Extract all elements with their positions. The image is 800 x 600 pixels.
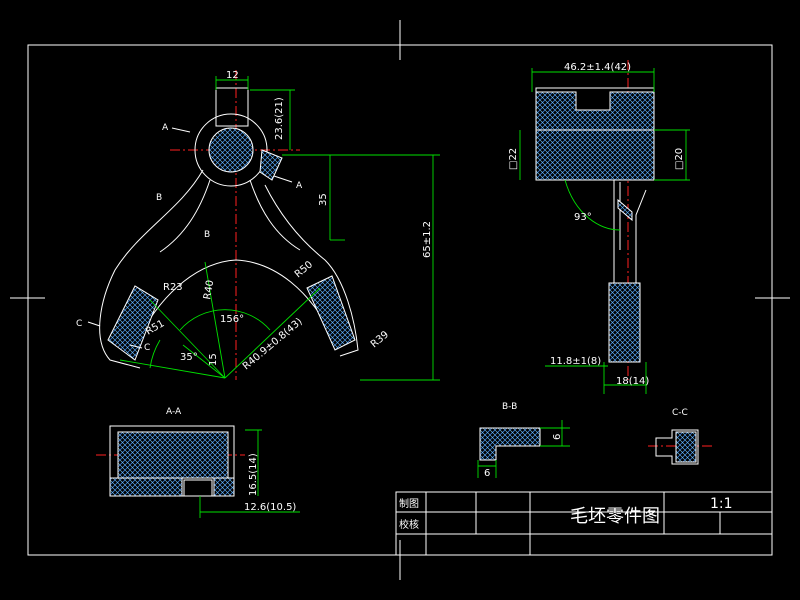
section-cc-view bbox=[648, 429, 712, 465]
label-b-left: B bbox=[156, 193, 162, 203]
dim-angle-35: 35° bbox=[180, 352, 198, 363]
dim-shaft-width: 18(14) bbox=[616, 376, 649, 387]
title-row1: 制图 bbox=[399, 497, 419, 510]
section-cc-title: C-C bbox=[672, 408, 688, 418]
title-row2: 校核 bbox=[399, 518, 419, 531]
dim-bb-6h: 6 bbox=[484, 468, 490, 479]
section-aa-title: A-A bbox=[166, 407, 182, 417]
dim-15: 15 bbox=[208, 353, 219, 366]
dim-angle-156: 156° bbox=[220, 314, 244, 325]
label-b-inner: B bbox=[204, 230, 210, 240]
dim-r40: R40 bbox=[202, 279, 216, 300]
dim-r39: R39 bbox=[369, 329, 391, 350]
section-aa-view bbox=[96, 425, 300, 518]
dim-side-width: 46.2±1.4(42) bbox=[564, 62, 631, 73]
dim-aa-width: 12.6(10.5) bbox=[244, 502, 296, 513]
dim-r23: R23 bbox=[163, 282, 183, 293]
dim-neck-height: 23.6(21) bbox=[274, 97, 285, 140]
label-c-inner: C bbox=[144, 343, 150, 353]
dim-r50: R50 bbox=[293, 259, 315, 280]
dim-sq20: □20 bbox=[674, 148, 685, 170]
dim-top-width: 12 bbox=[226, 70, 239, 81]
dim-total-height: 65±1.2 bbox=[422, 221, 433, 258]
side-view bbox=[519, 60, 690, 394]
label-c-left: C bbox=[76, 319, 82, 329]
label-a-top: A bbox=[162, 123, 169, 133]
title-block bbox=[395, 491, 773, 556]
front-view bbox=[87, 70, 440, 381]
dim-bb-6v: 6 bbox=[552, 434, 563, 440]
drawing-scale: 1:1 bbox=[710, 496, 733, 512]
drawing-title: 毛坯零件图 bbox=[570, 506, 660, 527]
dim-aa-height: 16.5(14) bbox=[248, 453, 259, 496]
dim-shaft: 11.8±1(8) bbox=[550, 356, 601, 367]
dim-r49-arc: R40.9±0.8(43) bbox=[241, 316, 305, 372]
section-bb-view bbox=[477, 420, 570, 478]
dim-sq22: □22 bbox=[508, 148, 519, 170]
dim-height-35: 35 bbox=[318, 193, 329, 206]
dim-angle-93: 93° bbox=[574, 212, 592, 223]
label-a-right: A bbox=[296, 181, 303, 191]
section-bb-title: B-B bbox=[502, 402, 517, 412]
